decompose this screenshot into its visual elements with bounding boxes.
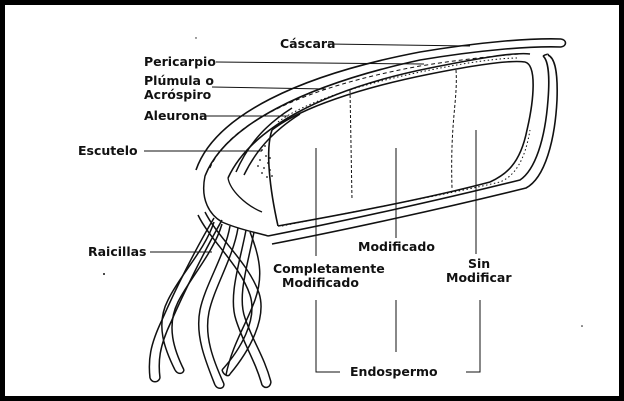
- aleurone-layer: [278, 58, 518, 122]
- label-aleurona: Aleurona: [144, 108, 207, 123]
- bracket-left: [316, 300, 340, 372]
- bracket-right: [466, 300, 480, 372]
- aleurone-lower: [282, 130, 530, 226]
- embryo-inner: [228, 178, 262, 212]
- leader-plumula: [212, 87, 326, 89]
- speck: [103, 273, 105, 275]
- label-raicillas: Raicillas: [88, 244, 146, 259]
- speck: [195, 37, 196, 38]
- zone-divider-1: [350, 90, 352, 200]
- husk-shell: [196, 39, 566, 176]
- leader-pericarpio: [216, 62, 424, 64]
- label-completamente-line2: Modificado: [282, 275, 359, 290]
- embryo-base: [204, 176, 268, 236]
- speck: [581, 325, 583, 327]
- label-sin-modificar-line2: Modificar: [446, 270, 512, 285]
- grain-body: [228, 54, 557, 244]
- rootlets: [149, 212, 271, 388]
- leader-cascara: [328, 44, 470, 46]
- label-modificado: Modificado: [358, 239, 435, 254]
- label-cascara: Cáscara: [280, 36, 336, 51]
- label-sin-modificar-line1: Sin: [468, 256, 490, 271]
- label-plumula-line1: Plúmula o: [144, 73, 214, 88]
- label-pericarpio: Pericarpio: [144, 54, 216, 69]
- label-plumula-line2: Acróspiro: [144, 87, 212, 102]
- label-completamente-line1: Completamente: [273, 261, 385, 276]
- zone-divider-2: [452, 70, 457, 188]
- label-endospermo: Endospermo: [350, 364, 438, 379]
- label-escutelo: Escutelo: [78, 143, 138, 158]
